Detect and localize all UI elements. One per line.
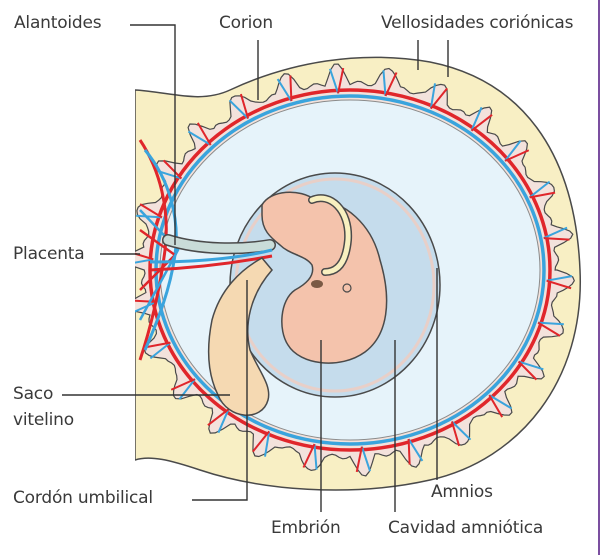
label-cordon-umbilical: Cordón umbilical [13,488,153,508]
villus-vessel [382,70,387,96]
villus-vessel [135,252,154,261]
villus-vessel [430,87,448,110]
umbilical-vein [149,248,273,264]
embryo-ear [342,283,352,293]
villus-vessel [543,226,568,240]
villus-vessel [429,83,436,109]
villus-vessel [135,300,157,313]
villus-vessel [187,130,212,146]
villus-vessel [537,321,561,337]
villus-vessel [518,360,544,371]
label-vellosidades-corionicas: Vellosidades coriónicas [381,13,574,33]
label-vitelino: vitelino [13,410,74,430]
villus-vessel [228,99,249,120]
villus-vessel [135,258,154,264]
villus-vessel [451,420,472,441]
frame-edge [598,0,600,555]
villus-vessel [170,378,196,391]
villus-vessel [488,394,504,418]
villus-vessel [470,106,483,132]
label-saco: Saco [13,384,54,404]
villus-vessel [504,149,530,162]
villus-vessel [538,321,564,326]
villus-vessel [217,408,230,434]
yolk-sac [207,257,273,416]
villus-vessel [517,360,538,381]
villus-vessel [504,140,522,162]
villus-vessel [384,72,398,97]
label-corion: Corion [219,13,273,33]
villus-vessel [136,214,162,219]
placenta-vessels [138,139,180,361]
villus-vessel [196,122,212,146]
villus-vessel [470,114,493,132]
villus-vessel [488,394,513,410]
villus-vessel [302,443,316,468]
leader-alantoides [130,24,176,245]
villus-vessel [337,67,345,94]
villus-vessel [360,446,371,472]
villus-vessel [239,93,250,119]
villus-vessel [407,438,411,465]
villus-vessel [144,341,171,349]
villus-vessel [543,237,570,241]
villus-vessel [546,279,572,290]
villus-vessel [135,299,157,303]
label-embrion: Embrión [271,518,341,538]
villus-vessel [529,180,551,199]
villus-vessel [407,438,424,462]
leader-cordon [192,280,248,501]
villus-vessel [149,341,171,360]
villus-vessel [289,75,293,102]
leader-lines [62,24,449,512]
villus-vessel [546,275,573,282]
villus-vessel [139,203,163,219]
villus-vessel [178,378,196,400]
villus-vessel [276,78,293,102]
label-amnios: Amnios [431,482,493,502]
label-cavidad-amniotica: Cavidad amniótica [388,518,544,538]
label-alantoides: Alantoides [14,13,102,33]
villus-vessel [529,191,556,199]
villus-vessel [450,421,461,447]
villus-vessel [313,444,318,470]
label-placenta: Placenta [13,244,85,264]
villus-vessel [264,431,271,457]
villus-vessel [252,430,270,453]
villus-vessel [162,159,183,180]
villus-vessel [329,68,340,94]
villus-vessels [135,67,573,473]
villus-vessel [355,446,363,473]
villus-vessel [207,408,230,426]
embryo-eye [311,280,323,288]
